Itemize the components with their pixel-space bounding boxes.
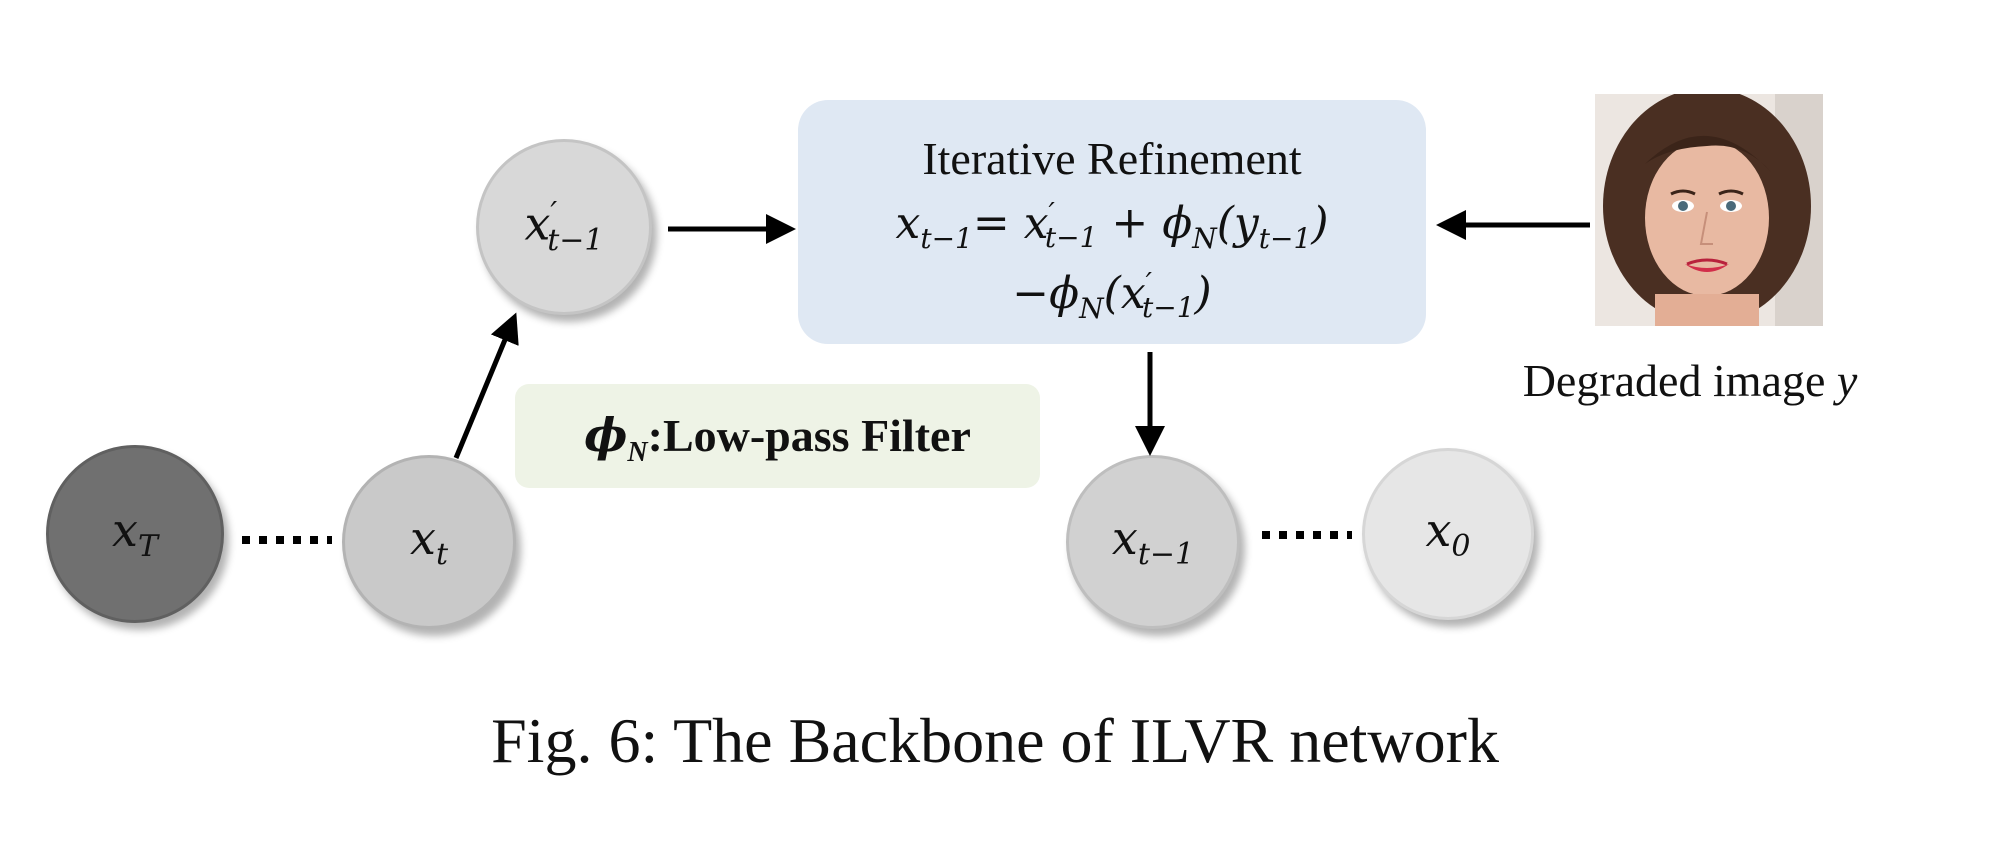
refinement-equation-line2: −ϕN(x′t−1) <box>1012 266 1212 325</box>
degraded-variable: y <box>1836 355 1858 406</box>
degraded-image-caption: Degraded image y <box>1522 355 1858 406</box>
low-pass-filter-box <box>515 384 1040 488</box>
figure-caption: Fig. 6: The Backbone of ILVR network <box>491 705 1499 776</box>
low-pass-filter-label: ϕN:Low-pass Filter <box>515 408 1040 469</box>
refinement-equation-line1: xt−1= x′t−1 + ϕN(yt−1) <box>895 196 1329 255</box>
phi-symbol: ϕ <box>584 408 628 462</box>
filter-text: :Low-pass Filter <box>647 410 971 461</box>
arrow-xt-to-xprime <box>453 312 519 459</box>
node-x-0: x0 <box>1362 448 1534 620</box>
phi-subscript: N <box>627 437 648 469</box>
node-x-t-minus-1: xt−1 <box>1066 455 1240 629</box>
node-x-prime-t-minus-1: x′t−1 <box>476 139 652 315</box>
node-x-T: xT <box>46 445 224 623</box>
iterative-refinement-box <box>798 100 1426 344</box>
degraded-face-image <box>1595 94 1823 326</box>
eq-term-phi-y: ϕN(yt−1) <box>1162 197 1329 255</box>
refinement-title: Iterative Refinement <box>922 133 1302 184</box>
node-x-t: xt <box>342 455 516 629</box>
eq-lhs: xt−1 <box>895 197 973 255</box>
eq-term-xprime: x′t−1 <box>1023 196 1098 255</box>
face-portrait-icon <box>1595 94 1823 326</box>
